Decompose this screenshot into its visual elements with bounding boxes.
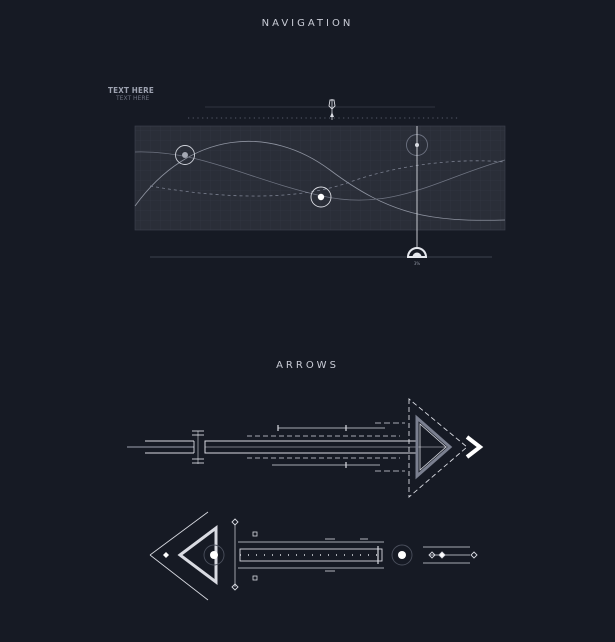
- bottom-marker-icon[interactable]: [406, 247, 428, 258]
- navigation-title: NAVIGATION: [261, 18, 354, 29]
- text-label-main: TEXT HERE: [108, 86, 154, 95]
- arrow-left-graphic: [149, 511, 478, 601]
- node-marker-2[interactable]: [310, 186, 332, 208]
- wave-curve-dashed: [149, 160, 506, 197]
- top-slider-handle-icon[interactable]: [328, 99, 336, 120]
- nav-panel-grid: [135, 126, 505, 230]
- navigation-widget: 3%: [134, 99, 506, 266]
- arrows-title: ARROWS: [276, 360, 339, 371]
- text-label-sub: TEXT HERE: [116, 95, 150, 102]
- node-marker-1[interactable]: [175, 145, 195, 165]
- arrow-right-graphic: [127, 398, 484, 498]
- marker-readout: 3%: [414, 261, 421, 266]
